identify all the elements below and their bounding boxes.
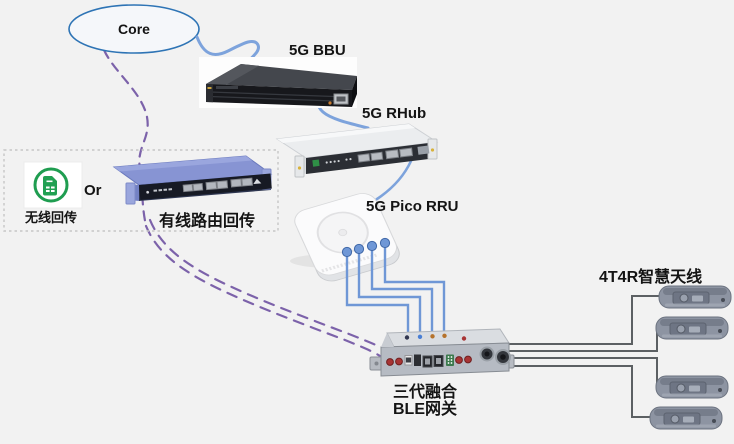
- antenna-group: [649, 285, 732, 430]
- wireless-backhaul-label: 无线回传: [25, 210, 78, 225]
- antenna-1: [658, 285, 732, 309]
- bbu-device: [199, 57, 357, 108]
- cable-core-bbu: [195, 35, 260, 70]
- rru-ports: [341, 237, 391, 258]
- antenna-2: [655, 316, 729, 340]
- gateway-label-line1: 三代融合: [392, 384, 457, 401]
- sim-card-icon: [23, 161, 83, 209]
- backhaul-options-box: [3, 149, 279, 232]
- antenna-group-label: 4T4R智慧天线: [599, 269, 703, 286]
- router-device: [112, 155, 273, 205]
- gateway-label: 三代融合 BLE网关: [377, 384, 473, 418]
- or-label: Or: [84, 182, 102, 199]
- bbu-label: 5G BBU: [289, 42, 346, 59]
- gateway-antenna-lines: [494, 295, 661, 418]
- pico-rru-label: 5G Pico RRU: [366, 198, 459, 215]
- gateway-device: [369, 328, 515, 377]
- purple-dashed-backhaul-path: [102, 48, 382, 358]
- rru-gateway-cables: [345, 243, 446, 340]
- rhub-device: [275, 123, 439, 178]
- rhub-label: 5G RHub: [362, 105, 427, 122]
- gateway-label-line2: BLE网关: [392, 401, 457, 418]
- wired-backhaul-label: 有线路由回传: [159, 213, 256, 230]
- antenna-3: [655, 375, 729, 399]
- core-node: [68, 4, 200, 54]
- antenna-4: [649, 406, 723, 430]
- core-label: Core: [118, 21, 150, 37]
